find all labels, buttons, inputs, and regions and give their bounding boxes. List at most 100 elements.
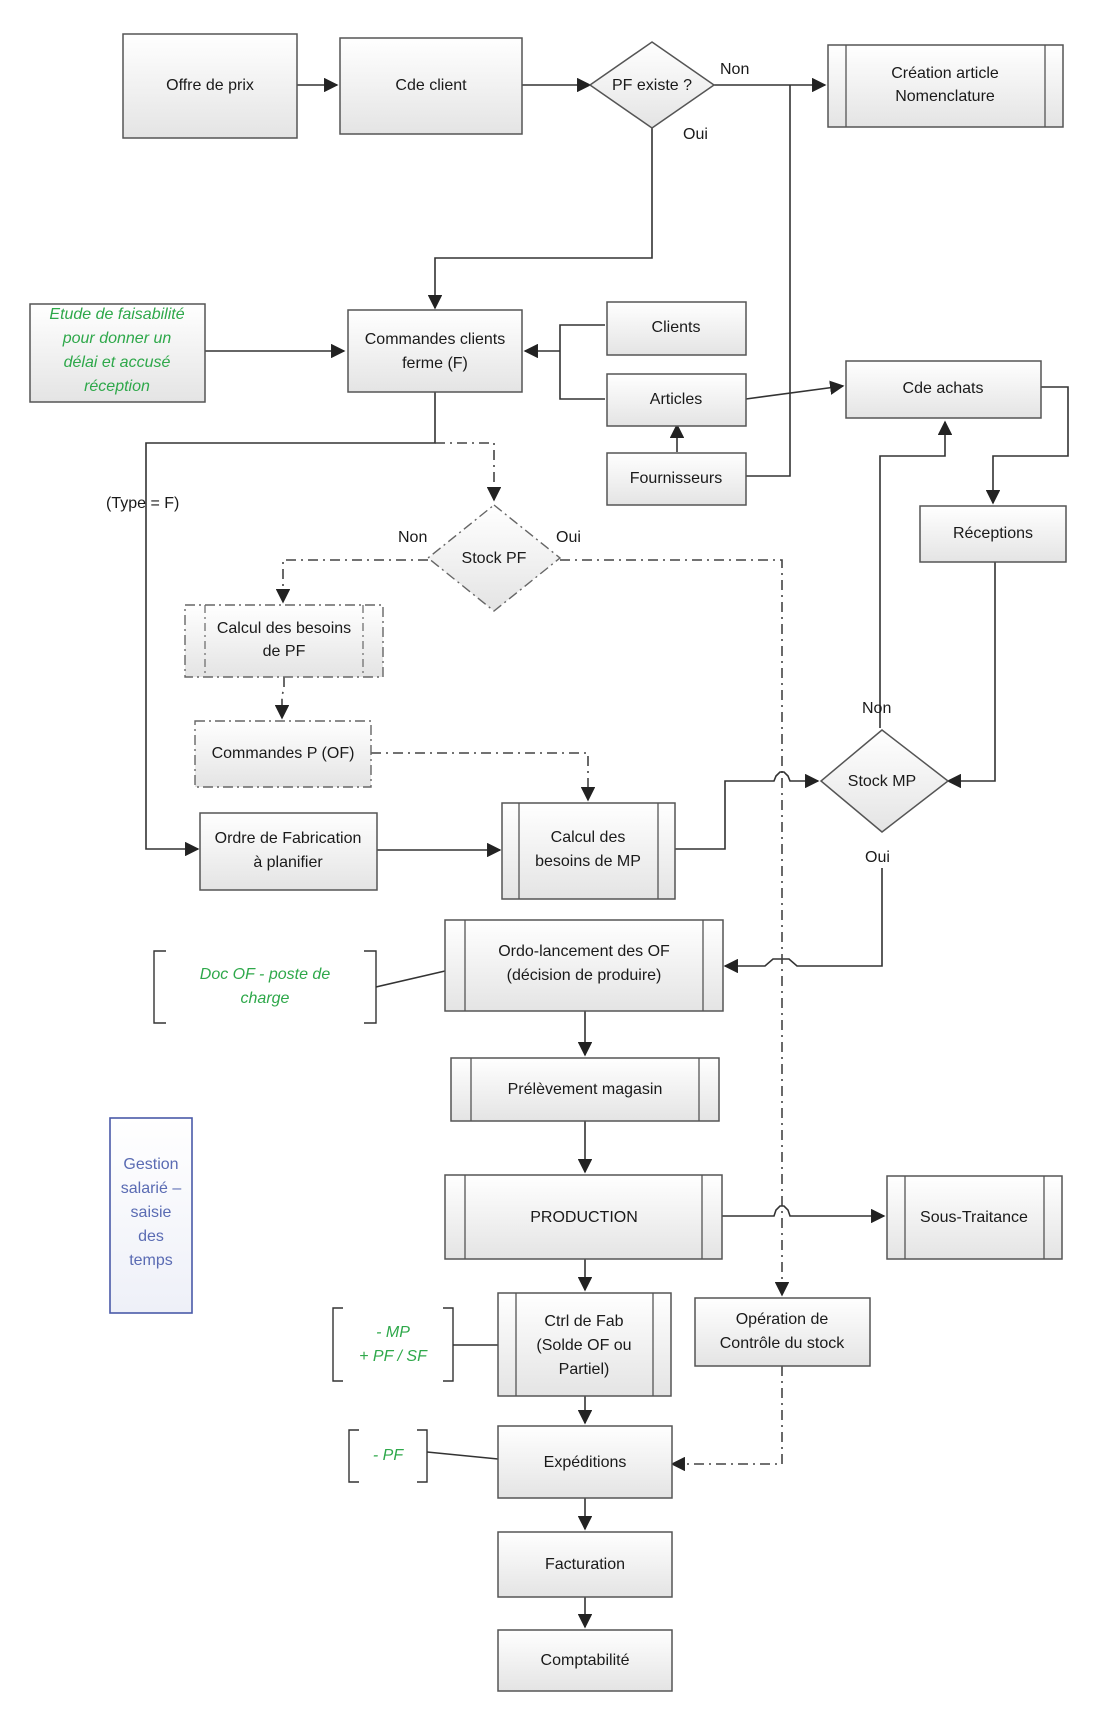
node-prelevement-magasin[interactable]: Prélèvement magasin — [450, 1057, 720, 1122]
node-label-line-1: Création article — [891, 65, 999, 82]
edge-calculpf-commandesp — [274, 677, 290, 720]
edge-label-non-pf-existe: Non — [720, 61, 749, 78]
node-articles[interactable]: Articles — [606, 373, 747, 427]
note-doc-of-connector — [375, 970, 446, 988]
decision-stock-pf[interactable]: Stock PF — [426, 504, 562, 612]
node-label-line-1: Calcul des — [551, 829, 626, 846]
note-line: saisie — [131, 1204, 172, 1221]
node-offre-de-prix[interactable]: Offre de prix — [122, 33, 298, 139]
edge-label-non-stock-pf: Non — [398, 529, 427, 546]
decision-pf-existe[interactable]: PF existe ? — [588, 41, 716, 129]
node-label-line-1: Ordo-lancement des OF — [498, 943, 670, 960]
node-ordo-lancement[interactable]: Ordo-lancement des OF (décision de produ… — [444, 919, 724, 1012]
note-etude-faisabilite: Etude de faisabilité pour donner un déla… — [29, 303, 206, 403]
node-label: Facturation — [545, 1556, 625, 1573]
edge-receptions-stockmp — [946, 562, 996, 789]
node-commandes-clients[interactable]: Commandes clients ferme (F) — [347, 309, 523, 393]
edge-label-oui-pf-existe: Oui — [683, 126, 708, 143]
edge-vertical-achats — [746, 85, 791, 477]
node-label: Commandes P (OF) — [212, 745, 355, 762]
note-pf-connector — [426, 1451, 499, 1460]
edge-commandes-stockpf — [435, 442, 502, 502]
edge-label-type-f: (Type = F) — [106, 495, 179, 512]
edge-pf-oui-commandes — [427, 128, 653, 310]
node-label: Clients — [652, 319, 701, 336]
node-fournisseurs[interactable]: Fournisseurs — [606, 452, 747, 506]
node-label-line-1: Ordre de Fabrication — [215, 830, 362, 847]
note-line: temps — [129, 1252, 173, 1269]
note-line: pour donner un — [62, 330, 172, 347]
note-line: + PF / SF — [359, 1348, 428, 1365]
edge-achats-receptions — [985, 386, 1069, 505]
node-label-line-2: Contrôle du stock — [720, 1335, 846, 1352]
edge-commandesp-calculmp — [371, 752, 596, 802]
note-mp-pf-sf: - MP + PF / SF — [332, 1307, 454, 1382]
edge-label-non-stock-mp: Non — [862, 700, 891, 717]
edge-stockmp-non-achats — [879, 420, 953, 728]
note-line: - MP — [376, 1324, 410, 1341]
edge-controle-expeditions — [670, 1366, 783, 1472]
node-facturation[interactable]: Facturation — [497, 1531, 673, 1598]
node-creation-article[interactable]: Création article Nomenclature — [827, 44, 1064, 128]
node-label: PF existe ? — [612, 77, 692, 94]
node-label-line-2: de PF — [263, 643, 306, 660]
node-calcul-besoins-mp[interactable]: Calcul des besoins de MP — [501, 802, 676, 900]
node-ctrl-fab[interactable]: Ctrl de Fab (Solde OF ou Partiel) — [497, 1292, 672, 1397]
node-label-line-2: ferme (F) — [402, 355, 468, 372]
node-calcul-besoins-pf[interactable]: Calcul des besoins de PF — [184, 604, 384, 678]
edge-articles-achats — [745, 380, 845, 400]
node-label-line-2: besoins de MP — [535, 853, 641, 870]
edge-stockmp-oui-ordo — [723, 868, 883, 974]
decision-stock-mp[interactable]: Stock MP — [819, 729, 950, 833]
node-label: Comptabilité — [541, 1652, 630, 1669]
node-receptions[interactable]: Réceptions — [919, 505, 1067, 563]
node-label: Articles — [650, 391, 702, 408]
connectors — [145, 77, 1069, 1629]
note-doc-of: Doc OF - poste de charge — [153, 950, 377, 1024]
note-line: Doc OF - poste de — [200, 966, 331, 983]
node-label: Cde client — [395, 77, 467, 94]
note-line: Gestion — [123, 1156, 178, 1173]
node-production[interactable]: PRODUCTION — [444, 1174, 723, 1260]
node-label-line-1: Opération de — [736, 1311, 829, 1328]
node-label-line-3: Partiel) — [559, 1361, 610, 1378]
note-line: Etude de faisabilité — [49, 306, 184, 323]
edge-stockpf-oui-controle — [560, 559, 790, 1297]
node-label: Stock PF — [462, 550, 527, 567]
node-label: PRODUCTION — [530, 1209, 638, 1226]
node-label-line-1: Ctrl de Fab — [544, 1313, 623, 1330]
note-line: délai et accusé — [64, 354, 171, 371]
node-comptabilite[interactable]: Comptabilité — [497, 1629, 673, 1692]
node-sous-traitance[interactable]: Sous-Traitance — [886, 1175, 1063, 1260]
node-ordre-fabrication[interactable]: Ordre de Fabrication à planifier — [199, 812, 378, 891]
node-label-line-1: Commandes clients — [365, 331, 506, 348]
node-label: Sous-Traitance — [920, 1209, 1028, 1226]
note-line: salarié – — [121, 1180, 182, 1197]
edge-stockpf-non-calcul — [275, 559, 428, 604]
node-label: Offre de prix — [166, 77, 254, 94]
node-operation-controle[interactable]: Opération de Contrôle du stock — [694, 1297, 871, 1367]
edge-label-oui-stock-mp: Oui — [865, 849, 890, 866]
node-label: Stock MP — [848, 773, 916, 790]
node-label: Cde achats — [903, 380, 984, 397]
note-line: charge — [241, 990, 290, 1007]
node-label-line-2: Nomenclature — [895, 88, 995, 105]
node-label: Prélèvement magasin — [508, 1081, 663, 1098]
edge-commandes-ordre — [145, 392, 436, 857]
node-label: Fournisseurs — [630, 470, 722, 487]
note-line: réception — [84, 378, 150, 395]
note-line: - PF — [373, 1447, 404, 1464]
node-cde-client[interactable]: Cde client — [339, 37, 523, 135]
node-cde-achats[interactable]: Cde achats — [845, 360, 1042, 419]
edge-label-oui-stock-pf: Oui — [556, 529, 581, 546]
node-label-line-2: (Solde OF ou — [536, 1337, 631, 1354]
node-commandes-p[interactable]: Commandes P (OF) — [194, 720, 372, 788]
node-expeditions[interactable]: Expéditions — [497, 1425, 673, 1499]
node-label-line-2: (décision de produire) — [507, 967, 662, 984]
note-line: des — [138, 1228, 164, 1245]
node-clients[interactable]: Clients — [606, 301, 747, 356]
edge-clients-articles-bracket — [559, 324, 605, 400]
node-label: Réceptions — [953, 525, 1033, 542]
node-label: Expéditions — [544, 1454, 627, 1471]
